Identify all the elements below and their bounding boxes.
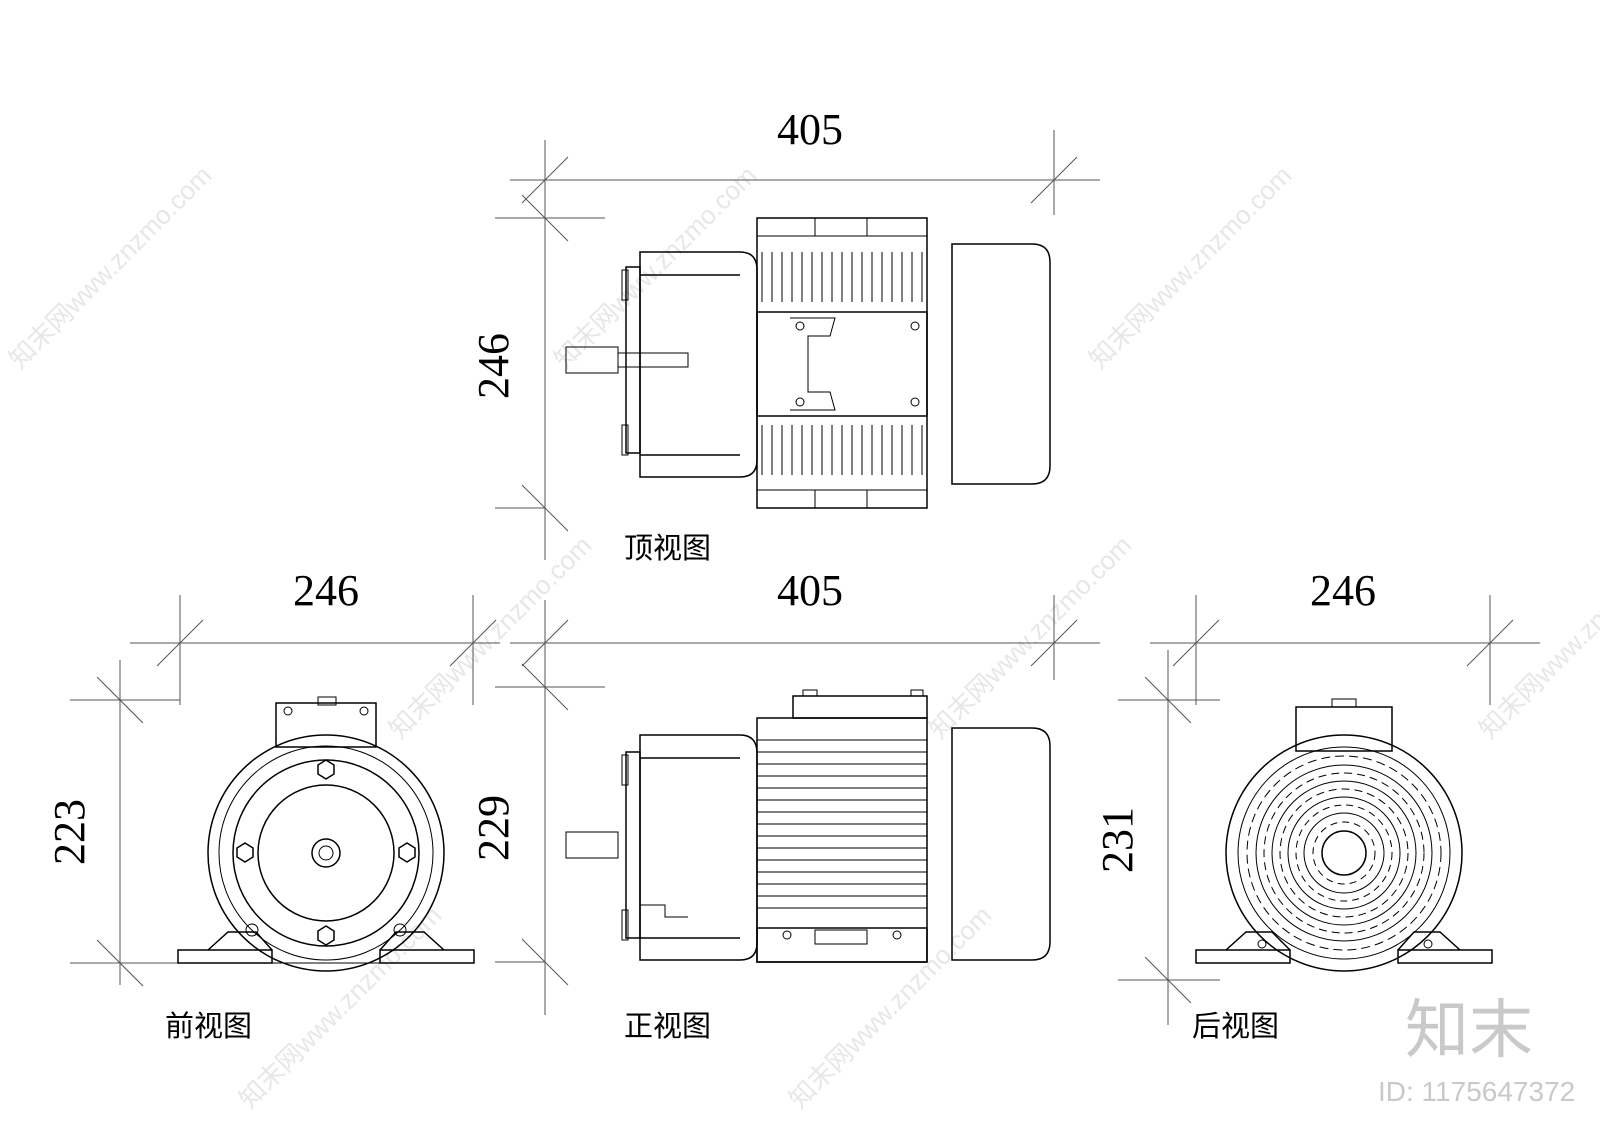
- dimension-label: 223: [45, 799, 94, 865]
- watermark-id: ID: 1175647372: [1378, 1076, 1575, 1107]
- dimension-label: 246: [1310, 566, 1376, 615]
- motor-rear-drawing: [1195, 698, 1493, 972]
- watermark-site-text: 知末网www.znzmo.com: [548, 160, 762, 374]
- main-view: 405 229: [469, 566, 1100, 1043]
- motor-top-drawing: [565, 217, 1051, 509]
- dimension-width: 246: [130, 566, 500, 705]
- rear-view: 246 231: [1093, 566, 1540, 1043]
- dimension-label: 405: [777, 566, 843, 615]
- dimension-width: 405: [510, 105, 1100, 215]
- dimension-height: 231: [1093, 650, 1220, 1025]
- dimension-label: 231: [1093, 807, 1142, 873]
- diagonal-watermarks: 知末网www.znzmo.com 知末网www.znzmo.com 知末网www…: [3, 160, 1600, 1114]
- watermark-site-text: 知末网www.znzmo.com: [923, 530, 1137, 744]
- view-caption: 顶视图: [624, 531, 711, 565]
- front-view: 246 223: [45, 566, 500, 1043]
- brand-watermark: 知末 ID: 1175647372: [1378, 994, 1575, 1107]
- watermark-site-text: 知末网www.znzmo.com: [3, 160, 217, 374]
- dimension-label: 229: [469, 795, 518, 861]
- dimension-label: 246: [469, 333, 518, 399]
- dimension-height: 223: [45, 660, 180, 987]
- top-view: 405 246: [469, 105, 1100, 565]
- view-caption: 前视图: [165, 1009, 252, 1043]
- dimension-label: 246: [293, 566, 359, 615]
- dimension-height: 246: [469, 180, 605, 560]
- dimension-width: 405: [510, 566, 1100, 680]
- view-caption: 正视图: [624, 1009, 711, 1043]
- motor-front-drawing: [177, 696, 475, 972]
- view-caption: 后视图: [1192, 1009, 1279, 1043]
- watermark-logo: 知末: [1405, 994, 1533, 1068]
- watermark-site-text: 知末网www.znzmo.com: [1083, 160, 1297, 374]
- dimension-height: 229: [469, 650, 605, 1015]
- watermark-site-text: 知末网www.znzmo.com: [383, 530, 597, 744]
- dimension-width: 246: [1150, 566, 1540, 705]
- motor-main-drawing: [565, 689, 1051, 963]
- dimension-label: 405: [777, 105, 843, 154]
- watermark-site-text: 知末网www.znzmo.com: [1473, 530, 1600, 744]
